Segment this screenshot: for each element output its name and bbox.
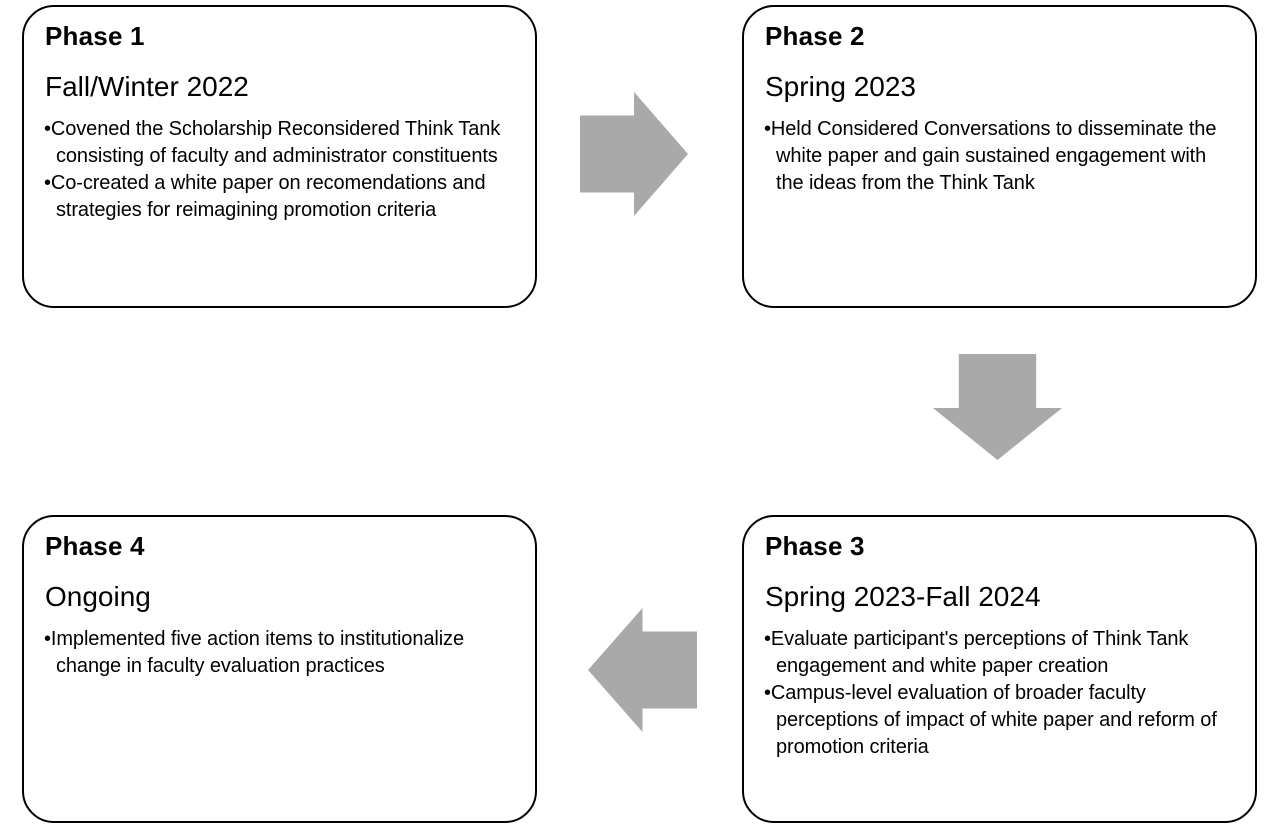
- phase-4-period: Ongoing: [45, 581, 151, 612]
- phase-4-bullet-list: Implemented five action items to institu…: [41, 626, 519, 680]
- phase-4-bullet: Implemented five action items to institu…: [44, 626, 519, 680]
- phase-2-bullet-list: Held Considered Conversations to dissemi…: [761, 116, 1239, 197]
- phase-1-bullet: Co-created a white paper on recomendatio…: [44, 170, 519, 224]
- phase-3-bullet: Campus-level evaluation of broader facul…: [764, 680, 1239, 761]
- phase-1-bullet-list: Covened the Scholarship Reconsidered Thi…: [41, 116, 519, 224]
- phase-2-title: Phase 2: [765, 21, 865, 51]
- arrow-right-icon: [580, 92, 688, 216]
- phase-1-period: Fall/Winter 2022: [45, 71, 249, 102]
- phase-3-title: Phase 3: [765, 531, 865, 561]
- phase-3-bullet-list: Evaluate participant's perceptions of Th…: [761, 626, 1239, 761]
- phase-4-title: Phase 4: [45, 531, 145, 561]
- phase-4-box: Phase 4 Ongoing Implemented five action …: [22, 515, 537, 823]
- phase-3-bullet: Evaluate participant's perceptions of Th…: [764, 626, 1239, 680]
- phase-1-box: Phase 1 Fall/Winter 2022 Covened the Sch…: [22, 5, 537, 308]
- phase-1-title: Phase 1: [45, 21, 145, 51]
- phase-3-box: Phase 3 Spring 2023-Fall 2024 Evaluate p…: [742, 515, 1257, 823]
- phase-1-bullet: Covened the Scholarship Reconsidered Thi…: [44, 116, 519, 170]
- arrow-down-icon: [933, 354, 1062, 460]
- phase-2-box: Phase 2 Spring 2023 Held Considered Conv…: [742, 5, 1257, 308]
- phase-2-bullet: Held Considered Conversations to dissemi…: [764, 116, 1239, 197]
- phase-3-period: Spring 2023-Fall 2024: [765, 581, 1041, 612]
- phase-2-period: Spring 2023: [765, 71, 917, 102]
- arrow-left-icon: [588, 608, 697, 732]
